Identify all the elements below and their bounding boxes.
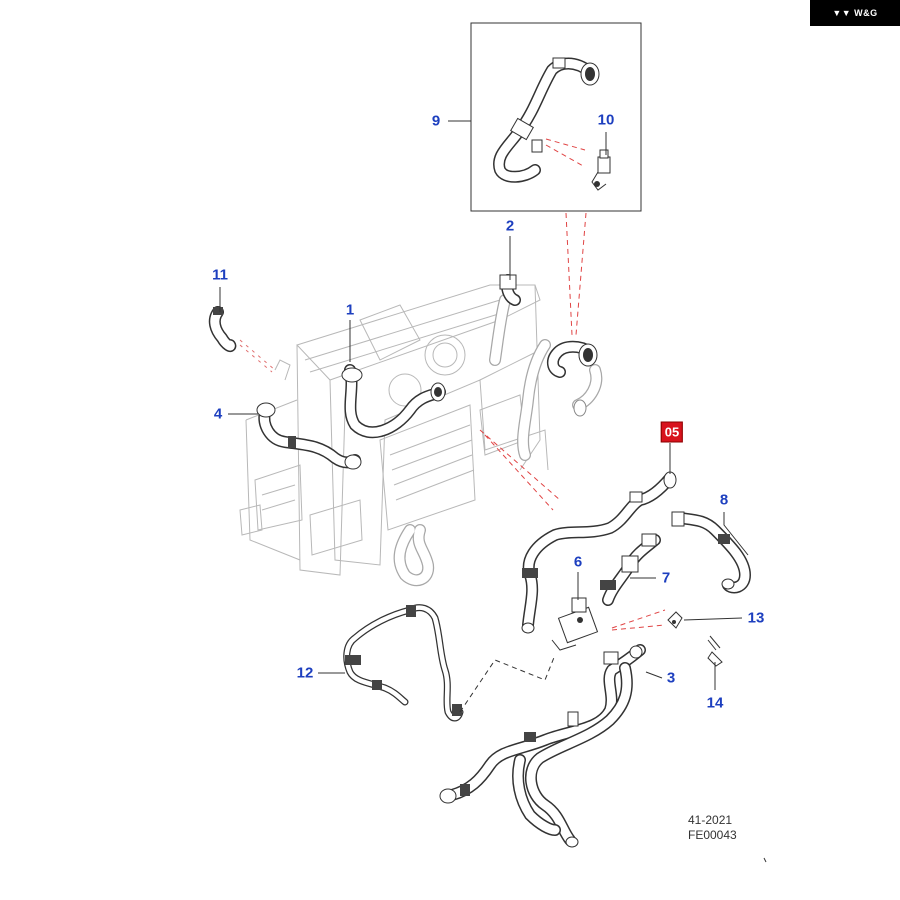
callout-7: 7 bbox=[661, 569, 671, 587]
hose-connector-part-2 bbox=[499, 274, 521, 306]
ghost-lower-hoses bbox=[393, 294, 603, 587]
radiator-assembly-ghost bbox=[239, 284, 549, 576]
callout-6: 6 bbox=[573, 553, 583, 571]
callout-2: 2 bbox=[505, 217, 515, 235]
callout-4: 4 bbox=[213, 405, 223, 423]
brand-mark: ▼▼ bbox=[832, 8, 852, 18]
document-reference: 41-2021 FE00043 bbox=[688, 813, 737, 843]
lower-hose-assembly-part-3 bbox=[439, 644, 646, 848]
document-figure-code: FE00043 bbox=[688, 828, 737, 842]
coolant-hose-part-8 bbox=[671, 511, 751, 594]
upper-hose-part-9 bbox=[493, 57, 600, 183]
bracket-part-13 bbox=[667, 611, 683, 629]
bleed-pipe-part-12 bbox=[343, 604, 464, 722]
callout-3: 3 bbox=[666, 669, 676, 687]
callout-8: 8 bbox=[719, 491, 729, 509]
document-date-code: 41-2021 bbox=[688, 813, 733, 827]
brand-label: W&G bbox=[854, 8, 878, 18]
callout-05-highlighted: 05 bbox=[660, 421, 684, 443]
radiator-hose-part-4 bbox=[256, 402, 362, 470]
bleed-hose-part-11 bbox=[208, 306, 237, 353]
callout-13: 13 bbox=[747, 609, 765, 627]
coolant-hose-part-05 bbox=[521, 471, 677, 634]
callout-11: 11 bbox=[212, 266, 228, 284]
bolt-part-14 bbox=[707, 635, 723, 667]
callout-1: 1 bbox=[345, 301, 355, 319]
callout-10: 10 bbox=[597, 111, 615, 129]
inset-detail-box bbox=[470, 22, 642, 212]
engine-outlet-hose bbox=[547, 340, 598, 417]
coolant-hose-part-7 bbox=[600, 533, 661, 606]
leader-lines bbox=[219, 120, 749, 690]
sensor-part-10 bbox=[591, 149, 611, 191]
valve-part-6 bbox=[551, 597, 599, 651]
radiator-hose-part-1 bbox=[341, 364, 446, 439]
callout-14: 14 bbox=[706, 694, 724, 712]
brand-logo: ▼▼ W&G bbox=[810, 0, 900, 26]
callout-9: 9 bbox=[431, 112, 441, 130]
callout-12: 12 bbox=[296, 664, 314, 682]
